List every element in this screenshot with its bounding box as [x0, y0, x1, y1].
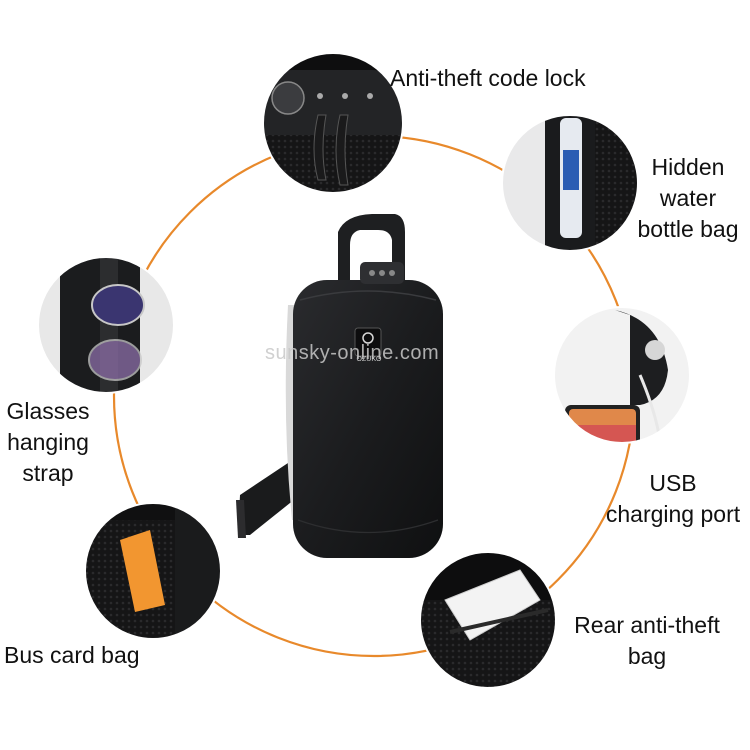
code-lock-photo — [263, 53, 403, 193]
label-line: water — [659, 185, 717, 211]
glasses-strap-photo — [38, 257, 174, 393]
watermark: sunsky-online.com — [265, 342, 440, 364]
label-line: Hidden — [651, 154, 725, 180]
label-bus-card: Bus card bag — [4, 640, 140, 671]
water-bottle-photo — [502, 115, 638, 251]
label-line: charging port — [605, 501, 741, 527]
label-line: USB — [649, 470, 697, 496]
label-usb-port: USB charging port — [596, 468, 750, 530]
label-line: bottle bag — [637, 216, 739, 242]
brand-logo-text: OZUKO — [356, 356, 382, 363]
label-line: hanging — [7, 429, 89, 455]
label-water-bottle: Hidden water bottle bag — [628, 152, 748, 245]
label-line: Anti-theft code lock — [390, 65, 586, 91]
label-glasses-strap: Glasses hanging strap — [0, 396, 96, 489]
label-line: strap — [22, 460, 74, 486]
label-line: Bus card bag — [4, 642, 140, 668]
label-line: Rear anti-theft — [574, 612, 720, 638]
label-line: Glasses — [6, 398, 90, 424]
bag-illustration — [236, 214, 443, 558]
label-code-lock: Anti-theft code lock — [390, 63, 586, 94]
label-line: bag — [627, 643, 667, 669]
label-rear-pocket: Rear anti-theft bag — [562, 610, 732, 672]
